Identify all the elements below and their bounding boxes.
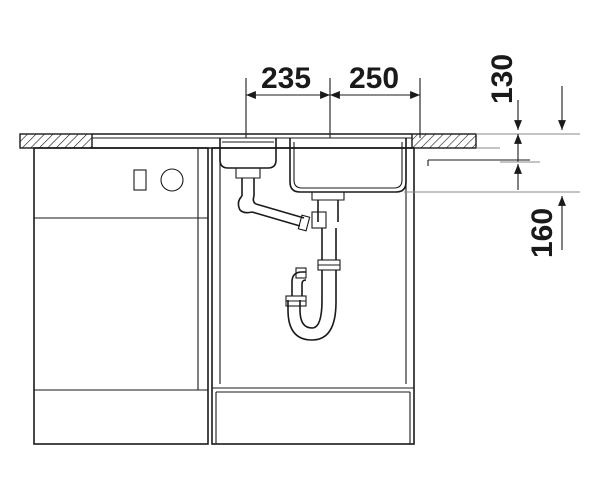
control-switch-icon [133, 169, 147, 191]
countertop-right-hatch [411, 133, 477, 149]
countertop [19, 133, 580, 149]
dimension-160-label: 160 [526, 208, 559, 258]
side-panel [404, 159, 580, 193]
dimension-130-label: 130 [486, 54, 519, 104]
large-bowl [289, 138, 407, 214]
left-cabinet [33, 147, 209, 445]
horizontal-dimensions: 235 250 [245, 62, 421, 138]
dimension-235-label: 235 [261, 62, 311, 95]
vertical-dimensions: 130 160 [486, 54, 566, 258]
dimension-250-label: 250 [349, 62, 399, 95]
drain-trap [237, 195, 341, 341]
control-knob-icon [160, 168, 184, 192]
right-cabinet [211, 147, 415, 445]
small-bowl [219, 138, 277, 196]
countertop-left-hatch [19, 133, 93, 149]
